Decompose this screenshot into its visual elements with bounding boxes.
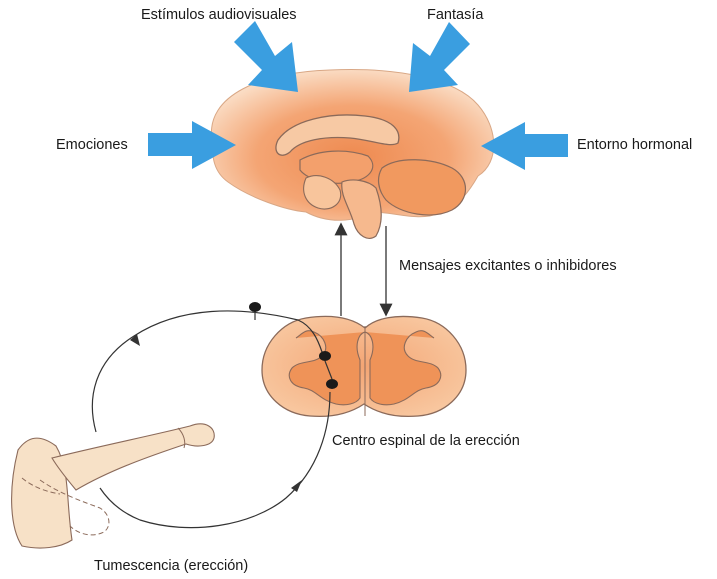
- arrow-hormonal: [481, 122, 568, 170]
- ganglion-neuron: [249, 302, 261, 312]
- label-tumescence: Tumescencia (erección): [94, 558, 248, 574]
- penis-illustration: [12, 424, 215, 548]
- label-spinal-erection-center: Centro espinal de la erección: [332, 433, 520, 449]
- interneuron-bottom: [326, 379, 338, 389]
- arrow-audiovisual: [234, 21, 298, 92]
- label-audiovisual-stimuli: Estímulos audiovisuales: [141, 7, 297, 23]
- label-emotions: Emociones: [56, 137, 128, 153]
- interneuron-top: [319, 351, 331, 361]
- label-excitatory-inhibitory-messages: Mensajes excitantes o inhibidores: [399, 258, 617, 274]
- arrowhead-efferent: [291, 480, 302, 492]
- label-fantasy: Fantasía: [427, 7, 483, 23]
- label-hormonal-environment: Entorno hormonal: [577, 137, 692, 153]
- arrow-fantasy: [409, 22, 470, 92]
- message-arrows: [341, 225, 386, 316]
- arrowhead-afferent: [130, 334, 140, 346]
- penis-shaft: [52, 424, 214, 490]
- brain-illustration: [211, 70, 493, 239]
- spinal-cord-section: [262, 316, 466, 416]
